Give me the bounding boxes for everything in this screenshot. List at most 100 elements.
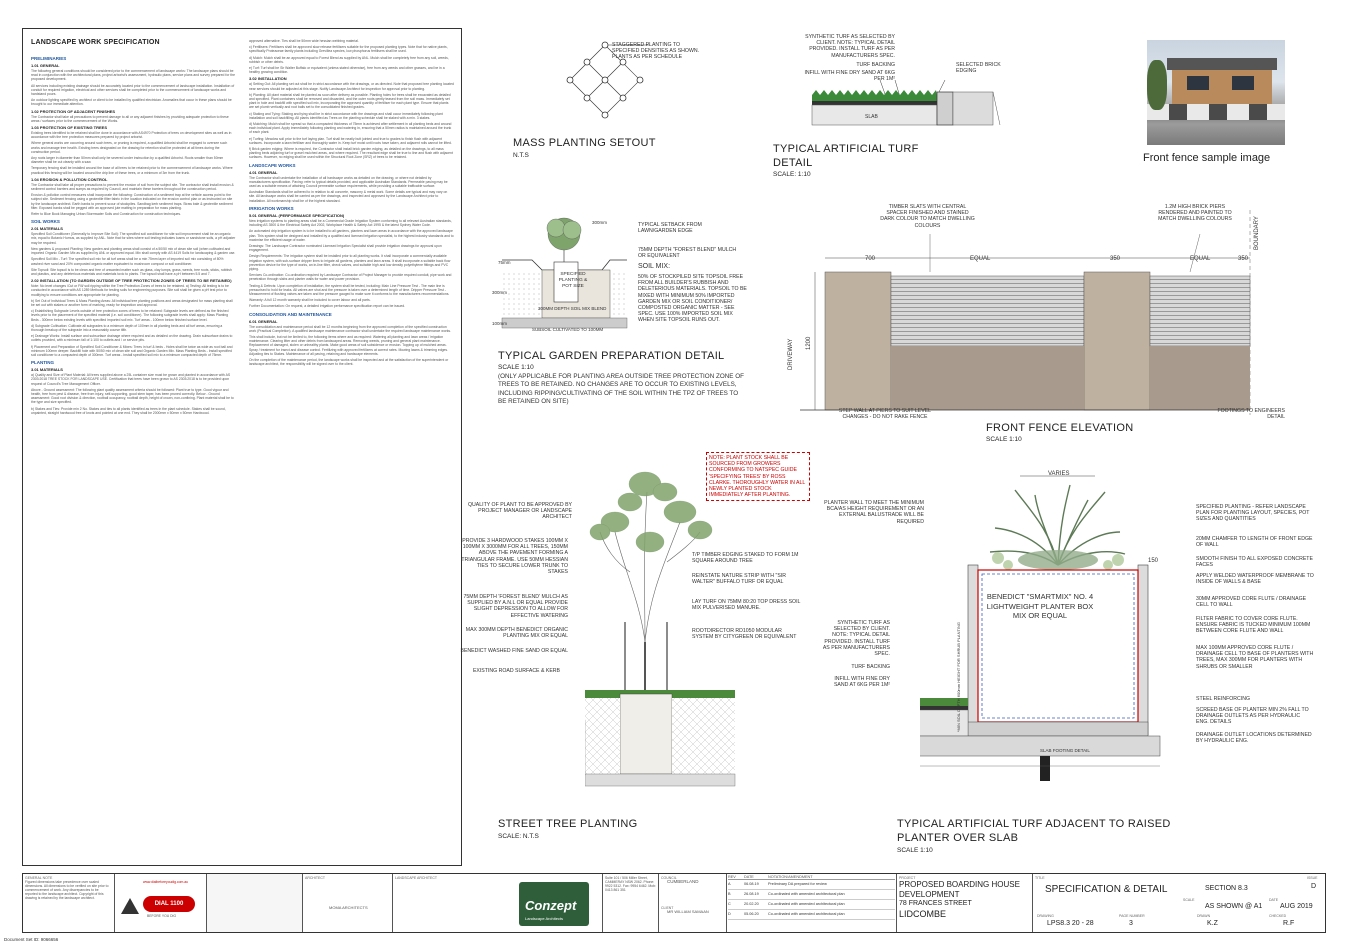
revision-note: Co-ordinated with amended architectural … (768, 912, 845, 916)
revision-rev: A (728, 882, 731, 886)
tree-rootdirector-note: ROOTDIRECTOR RD1050 MODULAR SYSTEM BY CI… (692, 628, 797, 641)
dial-before-you-dig-cell: DIAL 1100 BEFORE YOU DIG www.dialbeforey… (115, 874, 207, 932)
spec-paragraph: Specified Soil Mix - Turf: The specified… (31, 257, 224, 266)
council-name: CUMBERLAND (667, 879, 699, 884)
turf-scale: SCALE: 1:10 (773, 171, 811, 178)
planter-title: TYPICAL ARTIFICIAL TURF ADJACENT TO RAIS… (897, 818, 1171, 844)
spec-subheading: 1.04 EROSION & POLLUTION CONTROL (31, 176, 108, 182)
fence-dim-1200: 1200 (806, 336, 812, 350)
mass-scale: N.T.S (513, 152, 529, 159)
spec-paragraph: d) Mulching: Mulch shall be spread so th… (249, 122, 452, 135)
planter-turf-note: SYNTHETIC TURF AS SELECTED BY CLIENT. NO… (822, 620, 890, 658)
revision-header: REV DATE NOTATION/AMENDMENT (728, 875, 895, 880)
photo-house-window (1232, 76, 1254, 90)
planter-screed-note: SCREED BASE OF PLANTER MIN 2% FALL TO DR… (1196, 707, 1309, 726)
spec-paragraph: Services Co-ordination: Co-ordination re… (249, 273, 452, 282)
fence-driveway-label: DRIVEWAY (788, 339, 794, 370)
photo-caption: Front fence sample image (1143, 152, 1271, 164)
drawing-label: DRAWING (1037, 914, 1054, 918)
spec-subheading: 6.01 GENERAL (249, 318, 278, 324)
fence-step-note: STEP WALL AT PIERS TO SUIT LEVEL CHANGES… (838, 408, 932, 421)
spec-paragraph: Testing & Defects: Upon completion of in… (249, 283, 450, 296)
planter-membrane-note: APPLY WELDED WATERPROOF MEMBRANE TO INSI… (1196, 573, 1314, 586)
garden-dim-setback: 300mm (592, 220, 607, 225)
turf-section-diagram: SLAB (811, 80, 1001, 126)
spec-paragraph: The Contractor shall take all precaution… (31, 114, 229, 123)
tree-mulch-note: 75mm DEPTH 'FOREST BLEND' MULCH AS SUPPL… (463, 594, 568, 619)
revision-rev: C (728, 902, 731, 906)
fence-dim-700: 700 (865, 256, 876, 262)
planter-depth-label: *MIN SOIL DEPTH 600mm HEIGHT FOR SHRUB P… (956, 622, 961, 732)
garden-dim-300: 300mm (492, 290, 507, 295)
tree-sand-note: BENEDICT WASHED FINE SAND OR EQUAL (460, 648, 568, 654)
general-note-text: Figured dimensions take precedence over … (25, 880, 109, 900)
spec-column-2: approved alternative. Ties shall be 50mm… (249, 39, 454, 368)
turf-slab-label: SLAB (865, 114, 878, 120)
planter-diagram: VARIES *MIN SOIL DEPTH 600mm HEIGHT FOR … (920, 471, 1161, 781)
spec-paragraph: e) Drainage Works: Install surface and s… (31, 334, 233, 343)
drawn-label: DRAWN (1197, 914, 1211, 918)
street-tree-diagram (585, 471, 736, 787)
spec-paragraph: f) Brick garden edging: Where is require… (249, 147, 453, 160)
title-block: GENERAL NOTE Figured dimensions take pre… (22, 873, 1326, 933)
issue-label: ISSUE (1307, 876, 1318, 880)
general-note-cell: GENERAL NOTE Figured dimensions take pre… (23, 874, 115, 932)
garden-scale: SCALE 1:10 (498, 364, 534, 371)
architect-label: ARCHITECT (305, 876, 326, 880)
revision-date: 20.02.20 (744, 902, 759, 906)
spec-heading: IRRIGATION WORKS (249, 205, 294, 211)
tree-edging-note: T/P TIMBER EDGING STAKED TO FORM 1m SQUA… (692, 552, 799, 565)
tree-quality-note: QUALITY OF PLANT TO BE APPROVED BY PROJE… (468, 502, 572, 521)
tree-nature-strip-note: REINSTATE NATURE STRIP WITH "SIR WALTER"… (692, 573, 786, 586)
conzept-logo-text: Conzept (525, 898, 577, 913)
garden-tpz-note: (ONLY APPLICABLE FOR PLANTING AREA OUTSI… (498, 373, 744, 406)
landscape-architect-cell: LANDSCAPE ARCHITECT Conzept Landscape Ar… (393, 874, 603, 932)
project-street: 78 FRANCES STREET (899, 900, 972, 907)
architect-name: MOMA ARCHITECTS (329, 905, 368, 910)
spec-heading: PLANTING (31, 360, 54, 366)
title-label: TITLE (1035, 876, 1045, 880)
revision-note: Co-ordinated with amended architectural … (768, 892, 845, 896)
conzept-logo (519, 882, 589, 926)
garden-soilmix-note: 50% OF STOCKPILED SITE TOPSOIL FREE FROM… (638, 274, 747, 324)
checked-label: CHECKED (1269, 914, 1287, 918)
checked-value: R.F (1283, 920, 1295, 927)
spec-heading: SOIL WORKS (31, 219, 60, 225)
spec-subheading: 1.03 PROTECTION OF EXISTING TREES (31, 125, 108, 131)
planter-dim-150: 150 (1148, 558, 1159, 564)
la-label: LANDSCAPE ARCHITECT (395, 876, 438, 880)
garden-soilmix-heading: SOIL MIX: (638, 263, 671, 270)
project-label: PROJECT (899, 876, 916, 880)
spec-subheading: 3.01 MATERIALS (31, 367, 63, 373)
garden-subsoil-label: SUBSOIL CULTIVATED TO 100mm (532, 327, 604, 332)
fence-dim-equal-2: EQUAL (1190, 256, 1211, 262)
fence-boundary-label: BOUNDARY (1254, 216, 1260, 250)
spec-paragraph: Above - Ground assessment: The following… (31, 387, 234, 405)
spec-paragraph: Existing trees identified to be retained… (31, 131, 232, 140)
spec-subheading: 2.01 MATERIALS (31, 226, 63, 232)
spec-paragraph: New irrigation systems to planting areas… (249, 218, 452, 228)
garden-depth-label: 300mm DEPTH SOIL MIX BLEND (538, 306, 607, 311)
spec-subheading: 3.02 INSTALLATION (249, 76, 287, 82)
tree-stock-note: NOTE: PLANT STOCK SHALL BE SOURCED FROM … (706, 452, 810, 502)
spec-paragraph: c) Staking and Tying: Staking and tying … (249, 111, 443, 120)
spec-paragraph: c) Establishing Subgrade Levels outside … (31, 309, 229, 322)
spec-paragraph: An automated drip irrigation system is t… (249, 229, 454, 242)
spec-paragraph: Any roots larger in diameter than 50mm s… (31, 156, 224, 165)
la-address-visible: Suite 101 / 506 Miller Street, CAMMERAY … (605, 876, 656, 892)
planter-outlet-note: DRAINAGE OUTLET LOCATIONS DETERMINED BY … (1196, 732, 1312, 745)
date-label: DATE (1269, 898, 1279, 902)
planter-chamfer-note: 20mm CHAMFER TO LENGTH OF FRONT EDGE OF … (1196, 536, 1313, 549)
mass-planting-diagram (566, 41, 650, 119)
spec-paragraph: The Contractor shall take all proper pre… (31, 182, 234, 192)
spec-paragraph: On the completion of the maintenance per… (249, 357, 449, 367)
turf-note-infill: INFILL WITH FINE DRY SAND AT 6KG PER 1M² (804, 70, 895, 83)
general-note-label: GENERAL NOTE (25, 876, 53, 880)
spec-subheading: 5.01 GENERAL (PERFORMANCE SPECIFICATION) (249, 212, 345, 218)
turf-note-synthetic: SYNTHETIC TURF AS SELECTED BY CLIENT. NO… (805, 34, 895, 59)
garden-section-diagram: 75mm 300mm 100mm 300mm (492, 217, 628, 329)
